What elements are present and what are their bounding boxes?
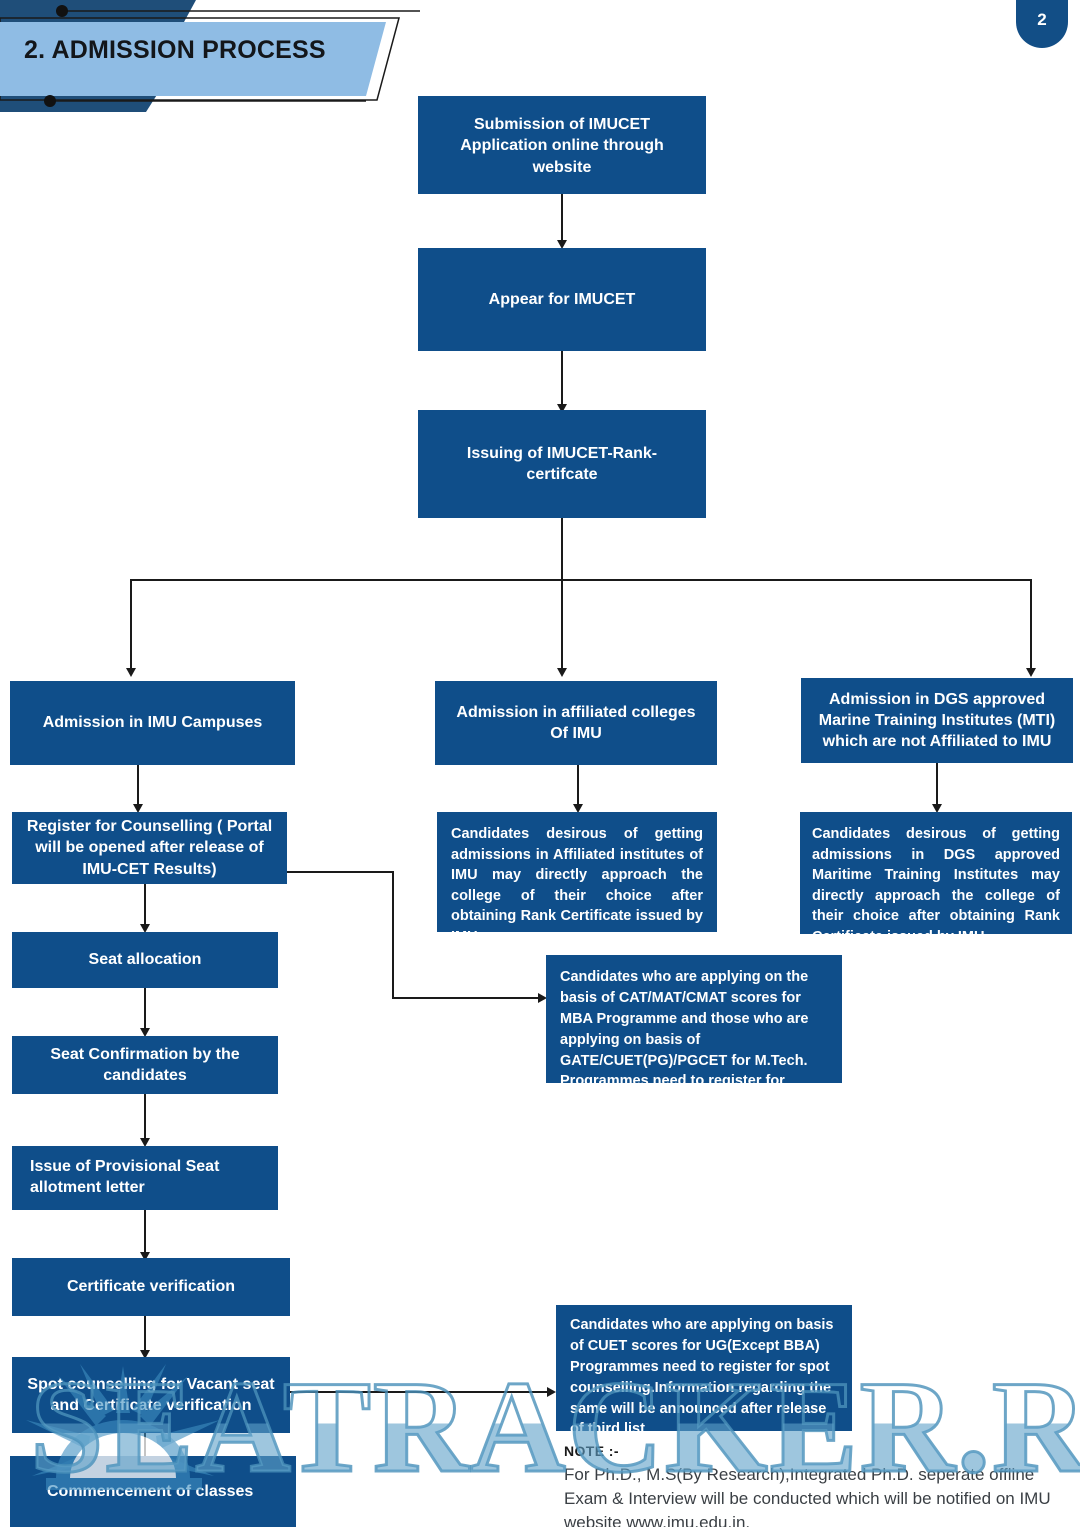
connector-letter-certificate [144,1210,146,1258]
node-certificate-verification-label: Certificate verification [66,1278,236,1296]
node-dgs-detail-label: Candidates desirous of getting admission… [812,826,1060,945]
note-body: For Ph.D., M.S(By Research),Integrated P… [564,1465,1051,1527]
arrow-letter-certificate [140,1252,150,1261]
arrow-submission-appear [557,240,567,249]
node-appear-label: Appear for IMUCET [488,290,636,308]
arrow-branch-middle [557,668,567,677]
connector-spot-to-ugnote [290,1391,552,1393]
node-seat-allocation-label: Seat allocation [88,951,202,969]
node-register: Register for Counselling ( Portal will b… [12,812,287,884]
node-affiliated-detail-label: Candidates desirous of getting admission… [451,826,703,945]
arrow-campuses-register [133,804,143,813]
arrow-affiliated-detail [573,804,583,813]
node-issuing: Issuing of IMUCET-Rank-certifcate [418,410,706,518]
note-title: NOTE :- [564,1443,619,1459]
connector-branch-horizontal [130,579,1032,581]
page-title: 2. ADMISSION PROCESS [24,36,326,64]
connector-register-seat [144,884,146,930]
node-branch-campuses: Admission in IMU Campuses [10,681,295,765]
node-provisional-letter-label: Issue of Provisional Seat allotment lett… [30,1158,220,1197]
page-number: 2 [1037,10,1047,29]
connector-branch-right [1030,579,1032,674]
node-pg-scores-note-label: Candidates who are applying on the basis… [560,969,809,1111]
node-spot-counselling-label: Spot counselling for Vacant seat and Cer… [27,1375,275,1414]
arrow-certificate-spot [140,1350,150,1359]
arrow-spot-to-ugnote [547,1387,556,1397]
node-seat-confirmation-label: Seat Confirmation by the candidates [50,1045,240,1084]
node-spot-counselling: Spot counselling for Vacant seat and Cer… [12,1357,290,1433]
node-pg-scores-note: Candidates who are applying on the basis… [546,955,842,1110]
connector-appear-issuing [561,351,563,411]
note-block: NOTE :- For Ph.D., M.S(By Research),Inte… [564,1443,1074,1527]
connector-register-down [392,871,394,999]
connector-certificate-spot [144,1316,146,1356]
arrow-register-seat [140,924,150,933]
arrow-register-to-pgnote [538,993,547,1003]
node-branch-dgs-label: Admission in DGS approved Marine Trainin… [818,690,1056,751]
connector-affiliated-detail [577,765,579,810]
connector-branch-left [130,579,132,674]
node-dgs-detail: Candidates desirous of getting admission… [800,812,1072,945]
connector-issuing-down [561,518,563,580]
node-ug-cuet-note-label: Candidates who are applying on basis of … [570,1317,834,1438]
arrow-branch-left [126,668,136,677]
banner-shape [0,0,420,112]
node-seat-allocation: Seat allocation [12,932,278,988]
arrow-appear-issuing [557,404,567,413]
node-provisional-letter: Issue of Provisional Seat allotment lett… [12,1146,278,1210]
node-submission: Submission of IMUCET Application online … [418,96,706,194]
section-header-banner: 2. ADMISSION PROCESS [0,0,420,112]
connector-seat-confirm [144,988,146,1034]
page-number-badge: 2 [1016,0,1068,48]
node-ug-cuet-note: Candidates who are applying on basis of … [556,1305,852,1437]
connector-branch-middle [561,579,563,674]
node-appear: Appear for IMUCET [418,248,706,351]
connector-campuses-register [137,765,139,810]
arrow-branch-right [1026,668,1036,677]
connector-register-to-pgnote [392,997,544,999]
node-branch-affiliated: Admission in affiliated colleges Of IMU [435,681,717,765]
arrow-dgs-detail [932,804,942,813]
node-commencement-label: Commencement of classes [47,1482,254,1500]
connector-confirm-letter [144,1094,146,1144]
node-branch-affiliated-label: Admission in affiliated colleges Of IMU [456,703,696,742]
node-branch-campuses-label: Admission in IMU Campuses [42,714,263,732]
arrow-seat-confirm [140,1028,150,1037]
node-commencement: Commencement of classes [10,1456,296,1527]
node-submission-label: Submission of IMUCET Application online … [460,116,664,176]
connector-register-right [287,871,394,873]
node-certificate-verification: Certificate verification [12,1258,290,1316]
node-issuing-label: Issuing of IMUCET-Rank-certifcate [466,444,658,483]
connector-dgs-detail [936,763,938,810]
node-affiliated-detail: Candidates desirous of getting admission… [437,812,717,945]
node-seat-confirmation: Seat Confirmation by the candidates [12,1036,278,1094]
connector-submission-appear [561,194,563,246]
arrow-confirm-letter [140,1138,150,1147]
node-branch-dgs: Admission in DGS approved Marine Trainin… [801,678,1073,763]
node-register-label: Register for Counselling ( Portal will b… [26,818,273,878]
